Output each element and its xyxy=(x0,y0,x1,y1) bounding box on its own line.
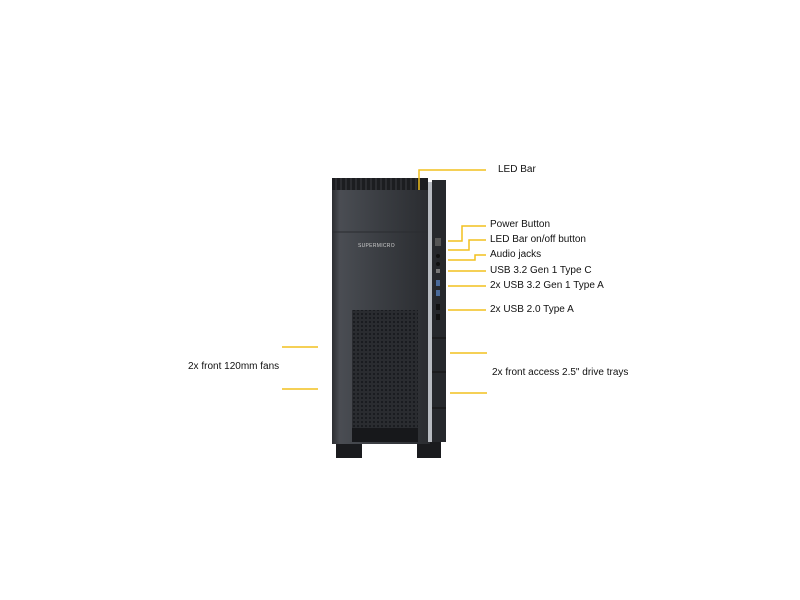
label-fans: 2x front 120mm fans xyxy=(188,361,280,372)
brand-logo: SUPERMICRO xyxy=(358,243,395,249)
server-case xyxy=(332,178,446,458)
leader-lines xyxy=(282,169,487,394)
leader-led-bar-button xyxy=(448,239,486,251)
left-foot xyxy=(336,440,362,458)
usb2-port xyxy=(436,304,440,310)
top-vent xyxy=(332,178,428,190)
bottom-vent xyxy=(352,428,418,442)
right-foot xyxy=(417,440,441,458)
label-usb-a: 2x USB 3.2 Gen 1 Type A xyxy=(490,280,604,291)
label-usb2: 2x USB 2.0 Type A xyxy=(490,304,574,315)
leader-led-bar xyxy=(418,169,486,190)
audio-jack xyxy=(436,262,440,266)
label-usb-c: USB 3.2 Gen 1 Type C xyxy=(490,265,592,276)
front-mesh-grille xyxy=(352,310,418,430)
usb-a-port xyxy=(436,280,440,286)
audio-jack xyxy=(436,254,440,258)
label-power-button: Power Button xyxy=(490,219,551,230)
leader-audio-jacks xyxy=(448,254,486,261)
label-drive-trays: 2x front access 2.5" drive trays xyxy=(492,367,629,378)
power-button xyxy=(435,238,441,246)
leader-power-button xyxy=(448,225,486,242)
usb-a-port xyxy=(436,290,440,296)
label-audio-jacks: Audio jacks xyxy=(490,249,542,260)
front-io-panel xyxy=(432,180,446,442)
label-led-bar: LED Bar xyxy=(498,164,536,175)
usb-c-port xyxy=(436,269,440,273)
label-led-bar-button: LED Bar on/off button xyxy=(490,234,586,245)
led-bar xyxy=(428,182,432,442)
usb2-port xyxy=(436,314,440,320)
